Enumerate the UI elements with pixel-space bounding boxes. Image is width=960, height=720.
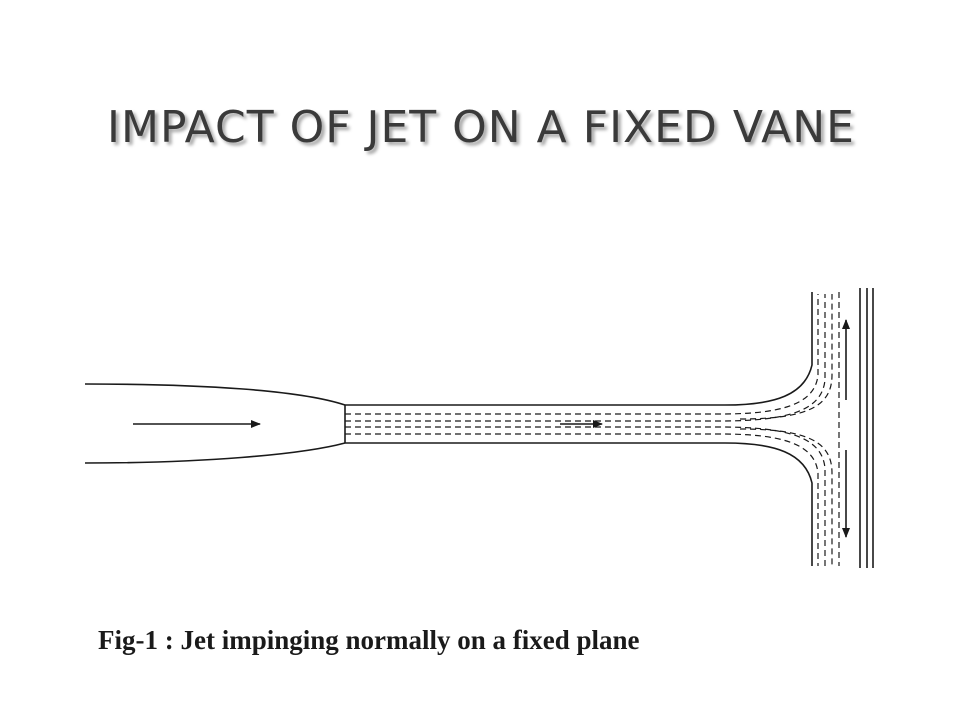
streamline-1 bbox=[345, 294, 819, 415]
streamline-6 bbox=[739, 428, 833, 566]
streamline-2 bbox=[345, 294, 826, 422]
jet-lower-boundary bbox=[345, 442, 813, 566]
nozzle-upper-wall bbox=[84, 383, 346, 406]
jet bbox=[345, 292, 840, 566]
streamline-3 bbox=[345, 426, 826, 566]
nozzle bbox=[84, 383, 346, 464]
jet-streamlines bbox=[345, 292, 840, 566]
jet-upper-boundary bbox=[345, 292, 813, 406]
slide-title: IMPACT OF JET ON A FIXED VANE bbox=[107, 102, 855, 153]
streamline-4 bbox=[345, 433, 819, 566]
fixed-plate bbox=[859, 288, 874, 568]
figure-caption: Fig-1 : Jet impinging normally on a fixe… bbox=[98, 625, 640, 655]
streamline-5 bbox=[739, 294, 833, 420]
nozzle-lower-wall bbox=[84, 442, 346, 464]
